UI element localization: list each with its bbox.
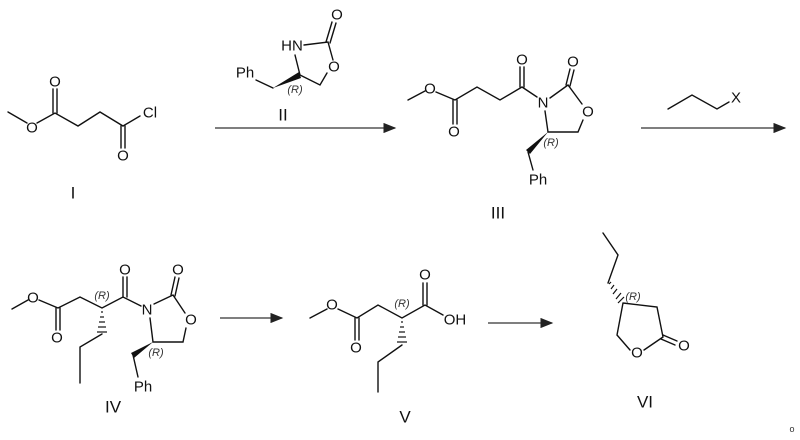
- atom-O: O: [448, 124, 460, 141]
- hashed-bond: [97, 311, 107, 333]
- wedge-bond: [526, 132, 548, 154]
- atom-O: O: [582, 104, 594, 121]
- trailing-mark: o: [789, 424, 794, 434]
- atom-Ph: Ph: [236, 65, 254, 82]
- atom-O: O: [117, 148, 129, 165]
- compound-IV: O O O N O O Ph (R) (R) IV: [11, 262, 197, 417]
- compound-V: O O O OH (R) V: [309, 267, 467, 427]
- compound-I: O O Cl O I: [7, 74, 157, 203]
- wedge-bond: [273, 72, 301, 88]
- atom-O: O: [350, 340, 362, 357]
- compound-VI: O O (R) VI: [602, 232, 690, 412]
- atom-O: O: [49, 74, 61, 91]
- compound-label-V: V: [399, 408, 411, 427]
- compound-label-I: I: [71, 184, 76, 203]
- atom-O: O: [326, 297, 338, 314]
- atom-N: N: [142, 302, 153, 319]
- stereo-descriptor: (R): [543, 137, 559, 149]
- atom-O: O: [516, 52, 528, 69]
- atom-Ph: Ph: [529, 172, 547, 189]
- atom-O: O: [172, 262, 184, 279]
- compound-label-VI: VI: [637, 393, 653, 412]
- stereo-descriptor: (R): [148, 347, 164, 359]
- atom-OH: OH: [444, 312, 467, 329]
- atom-Ph: Ph: [134, 379, 152, 396]
- hashed-bond: [608, 281, 625, 304]
- atom-O: O: [185, 312, 197, 329]
- atom-O: O: [678, 338, 690, 355]
- atom-O: O: [419, 267, 431, 284]
- atom-O: O: [119, 262, 131, 279]
- stereo-descriptor: (R): [625, 291, 641, 303]
- atom-NH: HN: [281, 38, 303, 55]
- atom-O: O: [567, 54, 579, 71]
- atom-O: O: [328, 59, 340, 76]
- compound-II: HN O O Ph (R) II: [236, 7, 343, 125]
- atom-O: O: [26, 120, 38, 137]
- compound-label-III: III: [491, 204, 505, 223]
- atom-O: O: [631, 345, 643, 362]
- reagent-propyl-halide: X: [667, 90, 741, 110]
- atom-Cl: Cl: [143, 105, 157, 122]
- stereo-descriptor: (R): [394, 298, 410, 310]
- compound-label-IV: IV: [105, 398, 122, 417]
- atom-O: O: [51, 330, 63, 347]
- compound-III: O O O N O O Ph (R) III: [407, 52, 594, 223]
- stereo-descriptor: (R): [287, 84, 303, 96]
- atom-O: O: [331, 7, 343, 24]
- atom-X: X: [731, 90, 741, 107]
- atom-N: N: [538, 95, 549, 112]
- stereo-descriptor: (R): [94, 290, 110, 302]
- atom-O: O: [424, 81, 436, 98]
- hashed-bond: [397, 321, 407, 343]
- atom-O: O: [27, 290, 39, 307]
- compound-label-II: II: [278, 106, 287, 125]
- wedge-bond: [131, 342, 153, 358]
